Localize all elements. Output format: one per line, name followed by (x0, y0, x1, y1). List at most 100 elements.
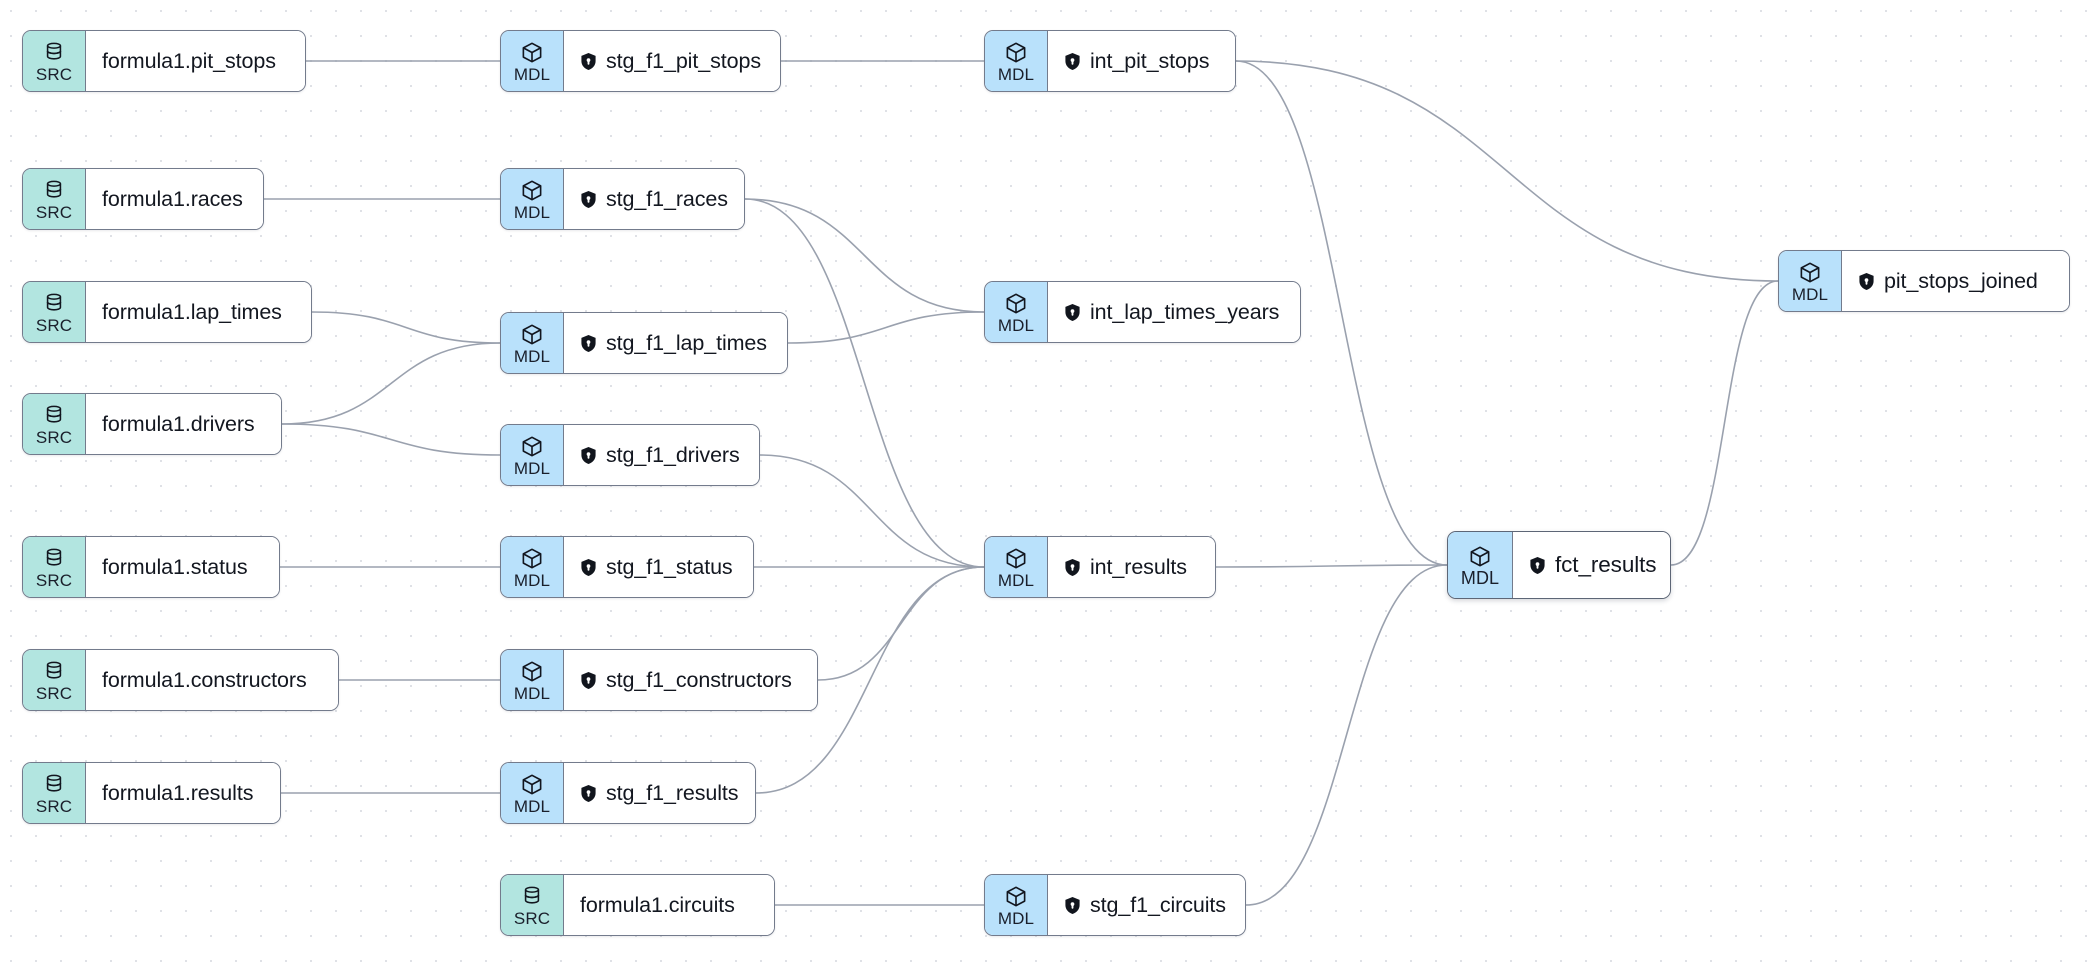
database-icon (41, 773, 67, 797)
node-label: pit_stops_joined (1884, 268, 2038, 293)
node-label: formula1.results (102, 780, 254, 805)
node-kind-label: SRC (35, 797, 73, 816)
shield-icon (580, 334, 597, 353)
model-kind-badge: MDL (1779, 251, 1842, 311)
node-label: stg_f1_lap_times (606, 330, 767, 355)
node-label: stg_f1_races (606, 186, 728, 211)
shield-icon (580, 446, 597, 465)
node-kind-label: MDL (997, 316, 1035, 335)
node-label: int_lap_times_years (1090, 299, 1280, 324)
node-kind-label: SRC (35, 428, 73, 447)
graph-node-stg_circuits[interactable]: MDL stg_f1_circuits (984, 874, 1246, 936)
shield-icon (580, 190, 597, 209)
edge-stg_lap_times-to-int_lap_times_years (787, 311, 985, 344)
node-body: stg_f1_status (564, 537, 753, 597)
edge-stg_races-to-int_results (744, 198, 985, 568)
source-kind-badge: SRC (23, 394, 86, 454)
model-kind-badge: MDL (1448, 532, 1513, 598)
model-kind-badge: MDL (501, 169, 564, 229)
shield-icon (580, 671, 597, 690)
cube-icon (1797, 261, 1823, 285)
node-kind-label: MDL (513, 459, 551, 478)
node-body: formula1.circuits (564, 875, 774, 935)
model-kind-badge: MDL (985, 875, 1048, 935)
model-kind-badge: MDL (985, 31, 1048, 91)
node-body: stg_f1_constructors (564, 650, 817, 710)
node-kind-label: SRC (35, 316, 73, 335)
graph-node-int_lap_times_years[interactable]: MDL int_lap_times_years (984, 281, 1301, 343)
shield-icon (1064, 896, 1081, 915)
graph-node-int_pit_stops[interactable]: MDL int_pit_stops (984, 30, 1236, 92)
source-kind-badge: SRC (23, 31, 86, 91)
node-label: stg_f1_constructors (606, 667, 792, 692)
cube-icon (519, 323, 545, 347)
node-label: int_results (1090, 554, 1187, 579)
node-body: fct_results (1513, 532, 1670, 598)
node-body: formula1.pit_stops (86, 31, 305, 91)
graph-node-stg_drivers[interactable]: MDL stg_f1_drivers (500, 424, 760, 486)
node-body: formula1.drivers (86, 394, 281, 454)
cube-icon (519, 41, 545, 65)
node-body: int_lap_times_years (1048, 282, 1300, 342)
node-kind-label: SRC (35, 571, 73, 590)
shield-icon (580, 558, 597, 577)
source-kind-badge: SRC (23, 282, 86, 342)
graph-node-src_pit_stops[interactable]: SRC formula1.pit_stops (22, 30, 306, 92)
edge-stg_races-to-int_lap_times_years (744, 198, 985, 313)
cube-icon (1003, 292, 1029, 316)
node-body: stg_f1_lap_times (564, 313, 787, 373)
node-body: formula1.lap_times (86, 282, 311, 342)
model-kind-badge: MDL (501, 31, 564, 91)
model-kind-badge: MDL (501, 313, 564, 373)
node-kind-label: SRC (35, 203, 73, 222)
cube-icon (519, 660, 545, 684)
edge-stg_circuits-to-fct_results (1245, 564, 1448, 906)
node-label: stg_f1_status (606, 554, 733, 579)
node-kind-label: MDL (997, 65, 1035, 84)
node-label: int_pit_stops (1090, 48, 1210, 73)
node-body: formula1.constructors (86, 650, 338, 710)
database-icon (41, 41, 67, 65)
shield-icon (1064, 52, 1081, 71)
node-label: formula1.constructors (102, 667, 307, 692)
node-body: int_results (1048, 537, 1215, 597)
shield-icon (1858, 272, 1875, 291)
node-label: formula1.lap_times (102, 299, 282, 324)
node-body: stg_f1_drivers (564, 425, 759, 485)
node-body: stg_f1_pit_stops (564, 31, 780, 91)
edge-int_pit_stops-to-pit_stops_joined (1235, 60, 1779, 282)
node-label: formula1.pit_stops (102, 48, 276, 73)
shield-icon (580, 784, 597, 803)
shield-icon (1529, 556, 1546, 575)
source-kind-badge: SRC (23, 650, 86, 710)
model-kind-badge: MDL (501, 763, 564, 823)
cube-icon (519, 179, 545, 203)
cube-icon (519, 547, 545, 571)
database-icon (41, 660, 67, 684)
model-kind-badge: MDL (501, 425, 564, 485)
graph-node-pit_stops_joined[interactable]: MDL pit_stops_joined (1778, 250, 2070, 312)
graph-node-stg_races[interactable]: MDL stg_f1_races (500, 168, 745, 230)
cube-icon (519, 435, 545, 459)
edge-stg_drivers-to-int_results (759, 454, 985, 568)
graph-node-src_constructors[interactable]: SRC formula1.constructors (22, 649, 339, 711)
node-label: stg_f1_circuits (1090, 892, 1226, 917)
graph-node-src_drivers[interactable]: SRC formula1.drivers (22, 393, 282, 455)
database-icon (41, 292, 67, 316)
graph-node-stg_lap_times[interactable]: MDL stg_f1_lap_times (500, 312, 788, 374)
graph-node-src_lap_times[interactable]: SRC formula1.lap_times (22, 281, 312, 343)
graph-node-src_results[interactable]: SRC formula1.results (22, 762, 281, 824)
cube-icon (1003, 547, 1029, 571)
source-kind-badge: SRC (23, 537, 86, 597)
shield-icon (580, 52, 597, 71)
